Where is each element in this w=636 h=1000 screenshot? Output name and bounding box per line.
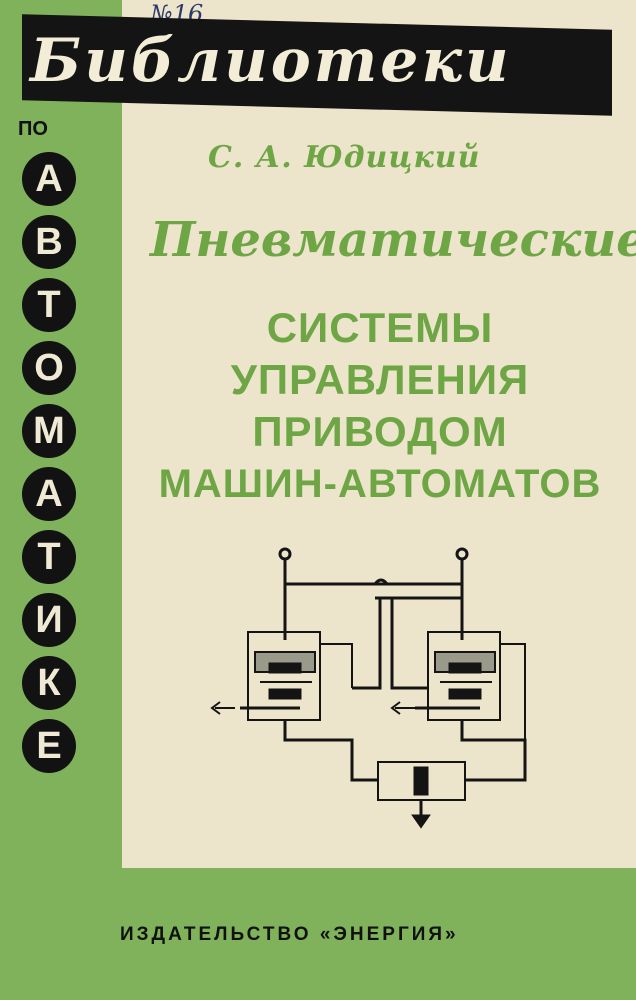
title-line-1: Пневматические	[150, 212, 636, 268]
series-letter: А	[22, 467, 76, 521]
series-letter: Т	[22, 278, 76, 332]
publisher-name: ИЗДАТЕЛЬСТВО «ЭНЕРГИЯ»	[120, 924, 459, 945]
title-line-2: СИСТЕМЫ	[266, 304, 494, 351]
series-banner-shadow	[510, 96, 610, 110]
supply-port-left	[278, 547, 292, 561]
series-letter: В	[22, 215, 76, 269]
series-letter: Т	[22, 530, 76, 584]
author-name: С. А. Юдицкий	[208, 140, 481, 175]
title-line-4: ПРИВОДОМ	[252, 408, 508, 455]
series-letter: О	[22, 341, 76, 395]
series-vertical-letters: А В Т О М А Т И К Е	[22, 152, 86, 782]
supply-port-right	[455, 547, 469, 561]
cover-green-bottom	[0, 868, 636, 1000]
valve-right	[427, 631, 501, 721]
series-banner-title: Библиотеки	[30, 26, 512, 96]
series-letter: К	[22, 656, 76, 710]
title-line-5: МАШИН-АВТОМАТОВ	[158, 462, 602, 506]
pneumatic-circuit-diagram	[210, 547, 527, 829]
series-letter: И	[22, 593, 76, 647]
cover-cream-area	[122, 0, 636, 868]
series-po-label: ПО	[18, 118, 48, 140]
title-line-3: УПРАВЛЕНИЯ	[230, 356, 530, 403]
series-letter: М	[22, 404, 76, 458]
series-letter: Е	[22, 719, 76, 773]
series-letter: А	[22, 152, 76, 206]
